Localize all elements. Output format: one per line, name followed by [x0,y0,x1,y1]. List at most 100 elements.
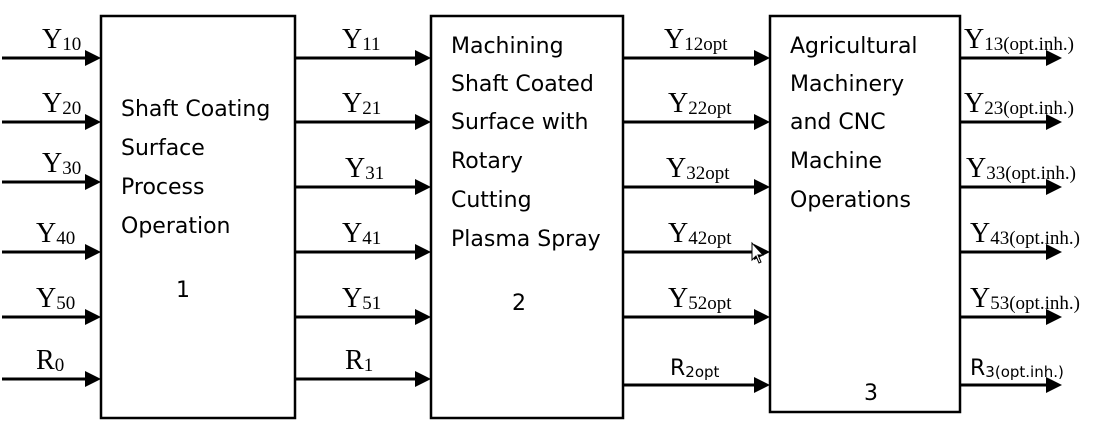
signal-symbol: R [36,345,55,376]
signal-subscript: 53(opt.inh.) [990,293,1080,314]
signal-symbol: R [670,356,685,381]
arrowhead-icon [415,371,431,387]
signal-symbol: Y [966,153,986,184]
arrowhead-icon [85,114,101,130]
signal-subscript: 20 [62,98,81,119]
signal-label: Y12opt [664,24,728,55]
link-2-3-arrow: R2opt [623,356,770,393]
link-2-3-arrow: Y52opt [623,283,770,325]
arrowhead-icon [415,179,431,195]
signal-symbol: Y [666,153,686,184]
signal-label: R0 [36,345,64,376]
block-1-line: Operation [121,214,230,239]
signal-symbol: Y [42,24,62,55]
signal-label: Y31 [345,153,384,184]
block-3-label: Agricultural Machinery and CNC Machine O… [790,34,918,406]
signal-symbol: Y [42,88,62,119]
signal-subscript: 31 [365,163,384,184]
signal-subscript: 21 [362,98,381,119]
arrowhead-icon [754,309,770,325]
signal-symbol: Y [964,88,984,119]
arrowhead-icon [85,174,101,190]
signal-symbol: Y [668,88,688,119]
arrowhead-icon [754,377,770,393]
signal-symbol: Y [664,24,684,55]
signal-label: Y51 [342,283,381,314]
block-2-line: Rotary [451,149,523,174]
arrowhead-icon [415,244,431,260]
link-1-2-arrow: Y21 [295,88,431,130]
signal-symbol: Y [342,218,362,249]
signal-subscript: 32opt [686,163,730,184]
block-1 [99,14,297,420]
block-1-label: Shaft Coating Surface Process Operation … [121,97,270,303]
signal-symbol: Y [42,148,62,179]
input-arrow: Y50 [2,283,101,325]
signal-subscript: 1 [364,355,374,376]
signal-label: Y50 [36,283,75,314]
signal-symbol: Y [342,283,362,314]
signal-label: Y30 [42,148,81,179]
signal-label: Y53(opt.inh.) [970,283,1080,314]
link-1-2-arrow: Y51 [295,283,431,325]
input-arrow: Y10 [2,24,101,66]
signal-subscript: 30 [62,158,81,179]
block-3 [768,14,962,414]
signal-subscript: 40 [56,228,75,249]
block-2-label: Machining Shaft Coated Surface with Rota… [451,34,601,316]
signal-symbol: Y [342,88,362,119]
output-arrow: Y33(opt.inh.) [960,153,1076,195]
block-3-line: Operations [790,188,911,213]
signal-symbol: Y [970,283,990,314]
signal-symbol: Y [342,24,362,55]
output-arrow: R3(opt.inh.) [960,356,1064,393]
link-1-2-arrow: Y11 [295,24,431,66]
block-2 [429,14,625,420]
arrowhead-icon [1046,179,1062,195]
block-1-line: Surface [121,136,205,161]
block-3-line: Machine [790,149,882,174]
arrowhead-icon [754,114,770,130]
arrowhead-icon [85,50,101,66]
block-2-line: Shaft Coated [451,72,594,97]
mouse-cursor-icon [751,241,765,264]
arrowhead-icon [85,309,101,325]
signal-subscript: 42opt [688,228,732,249]
arrowhead-icon [415,114,431,130]
output-arrow: Y13(opt.inh.) [960,24,1074,66]
signal-label: Y43(opt.inh.) [970,218,1080,249]
signal-subscript: 52opt [688,293,732,314]
signal-symbol: R [345,345,364,376]
arrowhead-icon [1046,50,1062,66]
signal-label: Y41 [342,218,381,249]
signal-label: Y23(opt.inh.) [964,88,1074,119]
signal-symbol: Y [668,218,688,249]
signal-subscript: 3(opt.inh.) [985,363,1064,381]
signal-subscript: 50 [56,293,75,314]
link-2-3-arrow: Y22opt [623,88,770,130]
arrowhead-icon [1046,377,1062,393]
signal-label: Y40 [36,218,75,249]
signal-subscript: 11 [362,34,380,55]
arrowhead-icon [1046,244,1062,260]
signal-subscript: 43(opt.inh.) [990,228,1080,249]
signal-symbol: Y [36,218,56,249]
arrowhead-icon [1046,309,1062,325]
signal-label: Y52opt [668,283,732,314]
signal-label: R3(opt.inh.) [970,356,1064,381]
signal-symbol: Y [970,218,990,249]
signal-subscript: 51 [362,293,381,314]
arrowhead-icon [85,371,101,387]
block-1-line: Shaft Coating [121,97,270,122]
output-arrow: Y23(opt.inh.) [960,88,1074,130]
arrowhead-icon [415,309,431,325]
block-3-line: Agricultural [790,34,918,59]
arrowhead-icon [754,50,770,66]
link-2-3-arrow: Y42opt [623,218,770,260]
signal-symbol: R [970,356,985,381]
signal-symbol: Y [345,153,365,184]
signal-subscript: 23(opt.inh.) [984,98,1074,119]
arrowhead-icon [754,179,770,195]
arrows-layer: Y10Y20Y30Y40Y50R0Y11Y21Y31Y41Y51R1Y12opt… [2,24,1080,393]
